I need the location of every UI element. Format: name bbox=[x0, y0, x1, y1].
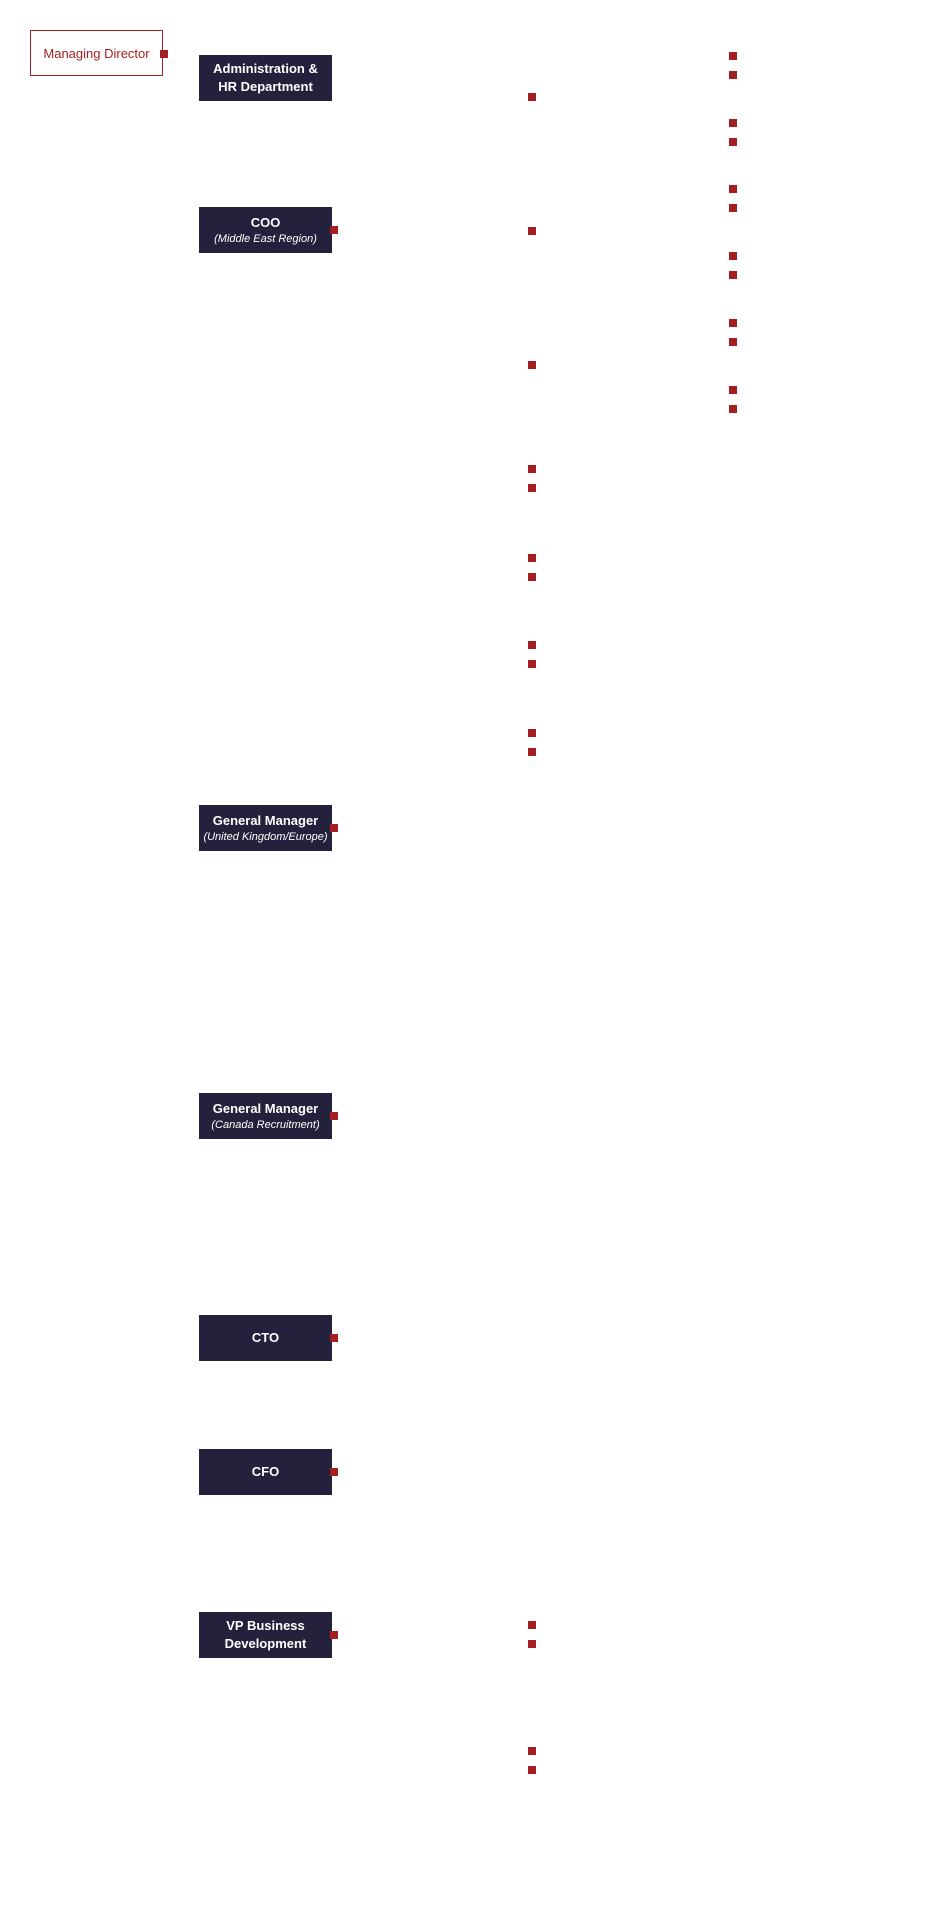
connector-dot bbox=[330, 824, 338, 832]
node-cfo: CFO bbox=[199, 1449, 332, 1495]
bullet-dot bbox=[729, 252, 737, 260]
bullet-dot bbox=[729, 338, 737, 346]
bullet-dot bbox=[528, 361, 536, 369]
bullet-dot bbox=[729, 138, 737, 146]
bullet-dot bbox=[528, 748, 536, 756]
connector-dot bbox=[330, 1468, 338, 1476]
bullet-dot bbox=[729, 185, 737, 193]
bullet-dot bbox=[528, 641, 536, 649]
connector-dot bbox=[330, 1334, 338, 1342]
node-title: CFO bbox=[251, 1464, 280, 1479]
connector-dot bbox=[160, 50, 168, 58]
bullet-dot bbox=[729, 319, 737, 327]
bullet-dot bbox=[729, 204, 737, 212]
node-title: General Manager bbox=[212, 812, 319, 828]
bullet-dot bbox=[528, 227, 536, 235]
bullet-dot bbox=[528, 660, 536, 668]
node-title: CTO bbox=[251, 1330, 280, 1345]
node-title: General Manager bbox=[212, 1100, 319, 1116]
node-subtitle: (Middle East Region) bbox=[214, 232, 317, 245]
connector-dot bbox=[330, 1112, 338, 1120]
bullet-dot bbox=[528, 465, 536, 473]
bullet-dot bbox=[729, 71, 737, 79]
bullet-dot bbox=[729, 386, 737, 394]
connector-dot bbox=[330, 1631, 338, 1639]
bullet-dot bbox=[528, 484, 536, 492]
managing-director-label: Managing Director bbox=[43, 45, 150, 61]
node-vp-business-development: VP Business Development bbox=[199, 1612, 332, 1658]
node-subtitle: (United Kingdom/Europe) bbox=[203, 830, 328, 843]
node-title: Administration & bbox=[213, 61, 318, 76]
node-gm-canada: General Manager (Canada Recruitment) bbox=[199, 1093, 332, 1139]
bullet-dot bbox=[528, 1747, 536, 1755]
node-administration-hr: Administration & HR Department bbox=[199, 55, 332, 101]
bullet-dot bbox=[528, 729, 536, 737]
bullet-dot bbox=[528, 1766, 536, 1774]
node-gm-uk-europe: General Manager (United Kingdom/Europe) bbox=[199, 805, 332, 851]
node-title-line2: Development bbox=[224, 1636, 307, 1651]
node-coo: COO (Middle East Region) bbox=[199, 207, 332, 253]
bullet-dot bbox=[729, 119, 737, 127]
managing-director-box: Managing Director bbox=[30, 30, 163, 76]
node-title: COO bbox=[250, 214, 281, 230]
bullet-dot bbox=[528, 1621, 536, 1629]
node-title-line2: HR Department bbox=[218, 79, 313, 94]
node-title: VP Business bbox=[226, 1618, 305, 1633]
connector-dot bbox=[330, 226, 338, 234]
bullet-dot bbox=[729, 405, 737, 413]
bullet-dot bbox=[528, 93, 536, 101]
bullet-dot bbox=[528, 573, 536, 581]
node-cto: CTO bbox=[199, 1315, 332, 1361]
node-subtitle: (Canada Recruitment) bbox=[211, 1118, 320, 1131]
bullet-dot bbox=[729, 52, 737, 60]
bullet-dot bbox=[729, 271, 737, 279]
bullet-dot bbox=[528, 554, 536, 562]
bullet-dot bbox=[528, 1640, 536, 1648]
